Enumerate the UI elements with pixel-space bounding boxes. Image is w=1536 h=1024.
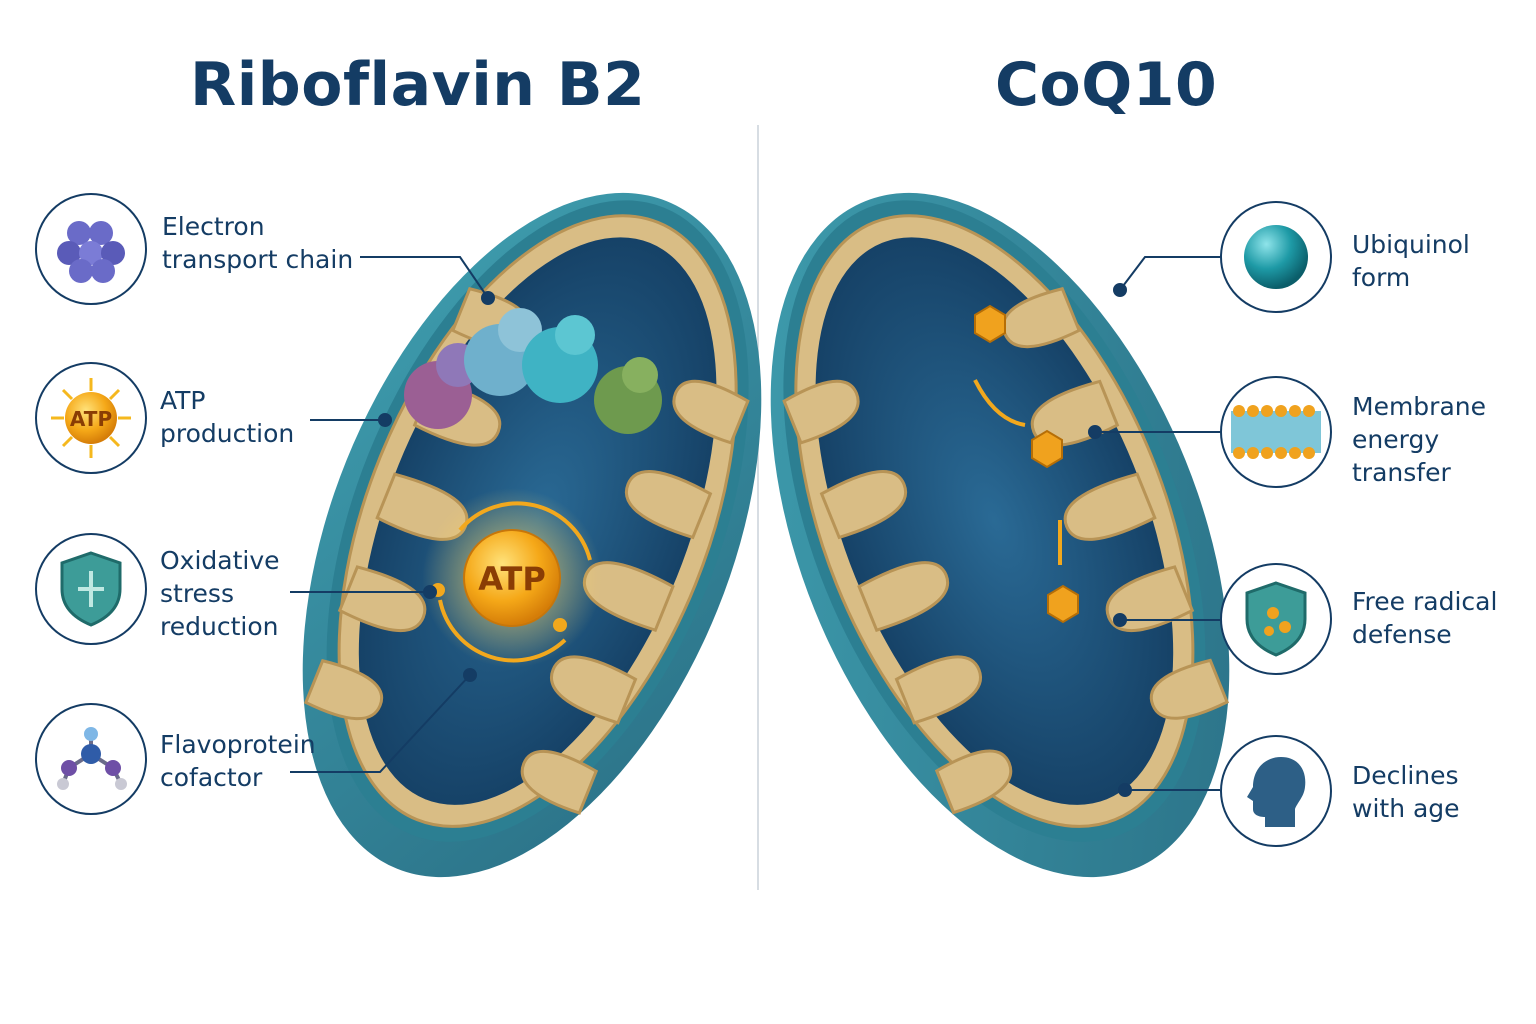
label-ubiquinol: Ubiquinol form — [1352, 230, 1470, 292]
leader-lines — [290, 256, 1220, 797]
label-flavoprotein: Flavoprotein cofactor — [160, 730, 316, 792]
svg-text:ATP: ATP — [70, 407, 112, 431]
label-free-radical: Free radical defense — [1352, 587, 1498, 649]
atp-sun-icon: ATP — [35, 362, 147, 474]
shield-molecule-icon — [1220, 563, 1332, 675]
molecule-cluster-icon — [35, 193, 147, 305]
atp-center: ATP — [422, 488, 602, 668]
center-divider — [757, 125, 759, 890]
title-riboflavin: Riboflavin B2 — [190, 50, 646, 120]
shield-icon — [35, 533, 147, 645]
label-membrane-energy: Membrane energy transfer — [1352, 392, 1486, 487]
protein-complexes — [404, 308, 662, 434]
coq10-molecules — [974, 304, 1079, 624]
label-electron-transport: Electron transport chain — [162, 212, 354, 274]
sphere-icon — [1220, 201, 1332, 313]
coq10-arrows — [973, 379, 1062, 565]
molecule-model-icon — [35, 703, 147, 815]
label-declines-with-age: Declines with age — [1352, 761, 1460, 823]
label-atp-production: ATP production — [160, 386, 295, 448]
head-profile-icon — [1220, 735, 1332, 847]
atp-center-label: ATP — [478, 560, 546, 598]
title-coq10: CoQ10 — [995, 50, 1218, 120]
label-oxidative-stress: Oxidative stress reduction — [160, 546, 280, 641]
right-mitochondrion — [770, 192, 1230, 878]
membrane-bilayer-icon — [1220, 376, 1332, 488]
